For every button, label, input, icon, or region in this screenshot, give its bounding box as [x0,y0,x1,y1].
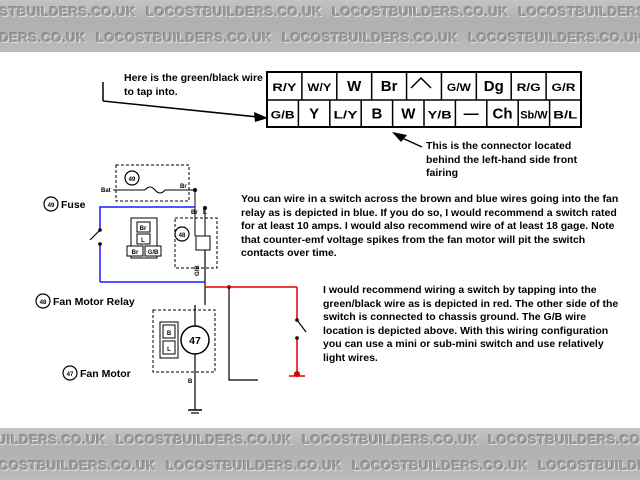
watermark-row: LOCOSTBUILDERS.CO.UK LOCOSTBUILDERS.CO.UK… [0,30,640,45]
connector-key-icon [410,76,432,89]
svg-text:G/B: G/B [148,250,159,256]
watermark-text: LOCOSTBUILDERS.CO.UK [538,458,640,473]
connector-pin-label: Sb/W [520,110,548,122]
wire-label-gb: G/B [195,265,201,276]
svg-text:Fan Motor: Fan Motor [80,368,131,380]
watermark-text: LOCOSTBUILDERS.CO.UK [96,30,273,45]
svg-text:47: 47 [67,372,74,378]
connector-pin-label: G/W [447,82,472,94]
connector-pin-label: G/R [552,82,576,94]
connector-pin-label: Ch [493,106,513,123]
relay-icon: Br L Br G/B [126,217,162,259]
connector-pin-label: Y [309,106,319,123]
relay-label: 48 Fan Motor Relay [35,293,135,309]
watermark-text: LOCOSTBUILDERS.CO.UK [302,432,479,447]
watermark-text: LOCOSTBUILDERS.CO.UK [146,4,323,19]
connector-pin-label: W [347,78,362,95]
svg-text:Fan Motor Relay: Fan Motor Relay [53,296,135,308]
wire-label-br-fuse: Br [180,184,187,190]
connector-pin-label: Y/B [428,110,452,122]
connector-pin-label: R/Y [272,82,297,94]
watermark-row: LOCOSTBUILDERS.CO.UK LOCOSTBUILDERS.CO.UK… [0,4,640,19]
arrow-to-connector [102,82,268,122]
motor-label: 47 Fan Motor [62,365,131,381]
watermark-text: LOCOSTBUILDERS.CO.UK [0,4,137,19]
connector-pin-label: Br [381,78,398,95]
watermark-band-bottom: LOCOSTBUILDERS.CO.UK LOCOSTBUILDERS.CO.UK… [0,428,640,480]
watermark-text: LOCOSTBUILDERS.CO.UK [468,30,640,45]
svg-text:L: L [141,238,145,244]
red-switch-wiring [205,285,307,377]
connector-pin-label: — [464,106,479,123]
watermark-text: LOCOSTBUILDERS.CO.UK [0,458,157,473]
watermark-text: LOCOSTBUILDERS.CO.UK [488,432,640,447]
watermark-row: LOCOSTBUILDERS.CO.UK LOCOSTBUILDERS.CO.UK… [0,458,640,473]
relay-box-num: 48 [179,233,186,239]
watermark-text: LOCOSTBUILDERS.CO.UK [352,458,529,473]
watermark-text: LOCOSTBUILDERS.CO.UK [0,30,87,45]
watermark-text: LOCOSTBUILDERS.CO.UK [332,4,509,19]
connector-pin-label: R/G [517,82,541,94]
connector-pin-label: G/B [271,110,295,122]
wire-label-b: B [188,379,193,385]
connector-pin-label: L/Y [334,110,359,122]
connector-pin-label: W/Y [307,82,332,94]
watermark-band-top: LOCOSTBUILDERS.CO.UK LOCOSTBUILDERS.CO.UK… [0,0,640,52]
svg-text:B: B [167,331,172,337]
connector-pin-label: B [371,106,382,123]
svg-text:L: L [167,347,171,353]
svg-text:Br: Br [140,226,147,232]
watermark-text: LOCOSTBUILDERS.CO.UK [0,432,107,447]
paragraph-blue-switch: You can wire in a switch across the brow… [241,193,619,259]
note-tap-wire: Here is the green/black wire to tap into… [124,72,263,98]
blue-switch-wiring [89,206,205,283]
svg-text:48: 48 [40,300,47,306]
fuse-box-num: 49 [129,177,136,183]
note-connector-location: This is the connector located behind the… [426,140,578,179]
svg-text:Fuse: Fuse [61,199,86,211]
watermark-text: LOCOSTBUILDERS.CO.UK [116,432,293,447]
connector-pin-label: W [401,106,416,123]
connector-pin-label: Dg [484,78,504,95]
paragraph-red-switch: I would recommend wiring a switch by tap… [323,284,619,364]
watermark-text: LOCOSTBUILDERS.CO.UK [166,458,343,473]
svg-text:49: 49 [48,203,55,209]
svg-text:Br: Br [132,250,139,256]
watermark-row: LOCOSTBUILDERS.CO.UK LOCOSTBUILDERS.CO.UK… [0,432,640,447]
wire-label-bat: Bat [101,188,111,194]
connector-pin-label: B/L [553,110,577,122]
arrow-from-connector-note [392,132,423,148]
fuse-label: 49 Fuse [43,196,86,212]
watermark-text: LOCOSTBUILDERS.CO.UK [518,4,640,19]
motor-box-num: 47 [189,335,201,347]
watermark-text: LOCOSTBUILDERS.CO.UK [282,30,459,45]
